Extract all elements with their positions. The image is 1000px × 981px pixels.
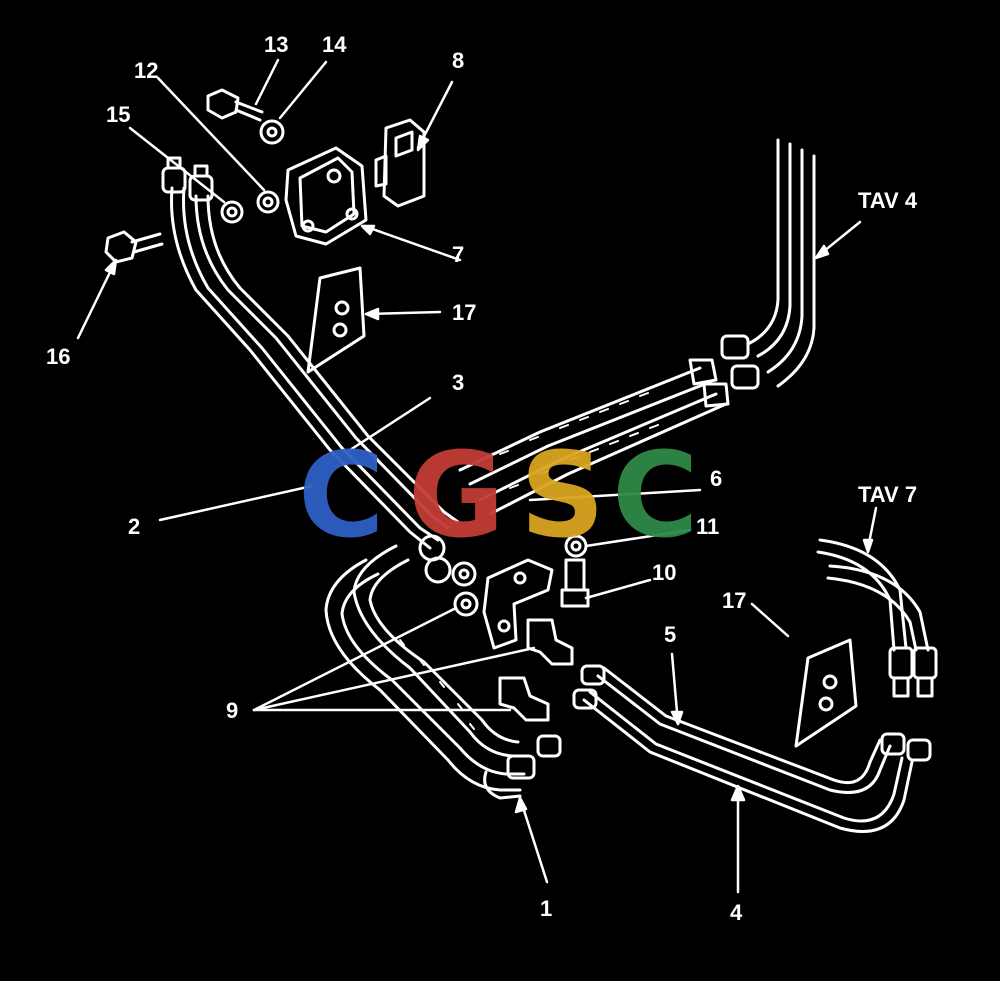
bolt-10 [560, 558, 590, 608]
tav7-hoses [816, 538, 938, 698]
washer-12 [256, 190, 280, 214]
callout-16: 16 [46, 344, 71, 369]
callout-13: 13 [264, 32, 289, 57]
callout-7: 7 [452, 242, 465, 267]
callout-8: 8 [452, 48, 465, 73]
nut-15 [220, 200, 244, 224]
fitting-1 [483, 734, 562, 800]
callout-11: 11 [696, 514, 720, 539]
bracket-7 [284, 146, 368, 246]
leader-lines [76, 58, 878, 894]
callout-1: 1 [540, 896, 553, 921]
tube-3 [194, 194, 460, 530]
callout-6: 6 [710, 466, 723, 491]
watermark-letter-s: S [520, 426, 605, 564]
watermark-letter-c1: C [298, 426, 385, 564]
callout-4: 4 [730, 900, 743, 925]
tube-4 [582, 690, 914, 833]
tube-4-5-fittings [572, 664, 932, 762]
braided-hose-upper [458, 358, 730, 516]
tube-5 [596, 666, 892, 794]
callout-10: 10 [652, 560, 677, 585]
callout-14: 14 [322, 32, 347, 57]
plate-17-upper [306, 266, 366, 374]
washer-14 [259, 119, 285, 145]
clamp-8 [374, 118, 426, 208]
bolt-16 [104, 230, 164, 264]
label-tav-7: TAV 7 [858, 482, 918, 507]
plate-17-lower [794, 638, 858, 748]
tube-2-3-lower-fittings [418, 534, 479, 617]
callout-9: 9 [226, 698, 239, 723]
bolt-13 [206, 88, 264, 122]
label-tav-4: TAV 4 [858, 188, 918, 213]
callout-3: 3 [452, 370, 465, 395]
callout-12: 12 [134, 58, 159, 83]
tee-fittings-9 [498, 618, 574, 722]
braided-hose-lower [324, 544, 526, 792]
callout-2: 2 [128, 514, 141, 539]
tube-2 [170, 186, 440, 550]
watermark-letter-c2: C [612, 426, 699, 564]
tube-2-3-upper-fittings [161, 156, 214, 202]
bracket-6 [482, 558, 554, 650]
callout-5: 5 [664, 622, 677, 647]
callout-17-upper: 17 [452, 300, 477, 325]
callout-17-lower: 17 [722, 588, 747, 613]
callout-15: 15 [106, 102, 131, 127]
tav4-lines [720, 138, 816, 390]
watermark-letter-g: G [408, 426, 505, 564]
